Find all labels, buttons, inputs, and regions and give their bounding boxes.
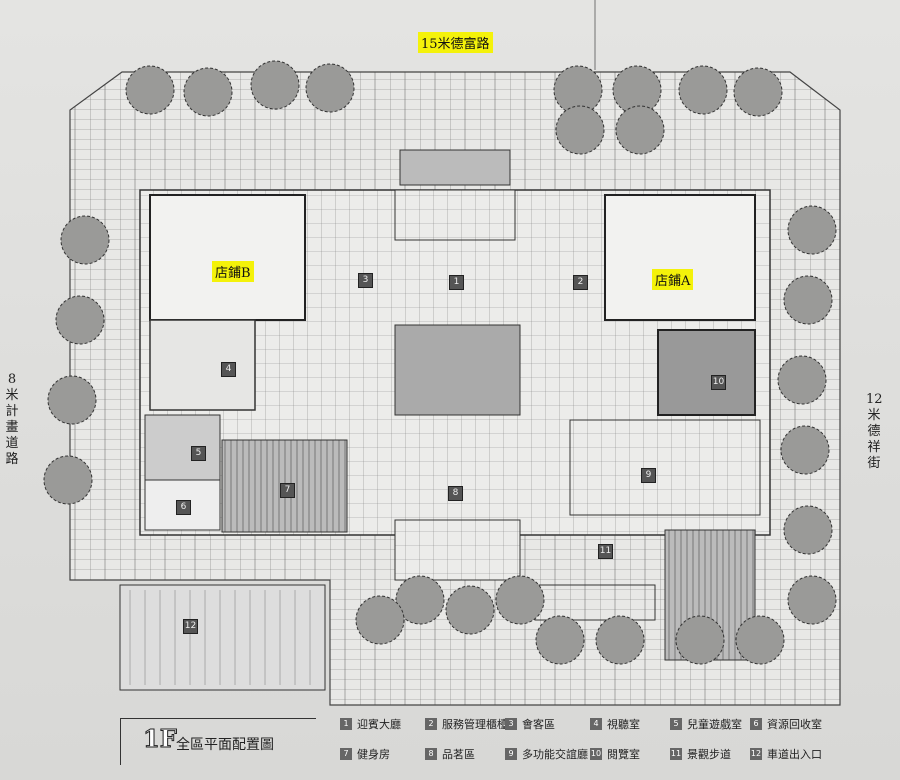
planter-grid	[394, 519, 521, 581]
tree-icon	[445, 585, 495, 635]
room-5	[144, 414, 221, 481]
room-4	[149, 319, 256, 411]
legend-item: 4 視聽室	[590, 716, 640, 732]
marker-8: 8	[448, 486, 463, 501]
legend-item: 10 閱覽室	[590, 746, 640, 762]
planter-top	[399, 149, 511, 186]
legend-number: 12	[750, 748, 762, 760]
marker-4: 4	[221, 362, 236, 377]
entrance-court	[394, 189, 516, 241]
legend-label: 健身房	[357, 748, 390, 761]
legend-number: 1	[340, 718, 352, 730]
legend-item: 11 景觀步道	[670, 746, 731, 762]
tree-icon	[555, 105, 605, 155]
tree-icon	[60, 215, 110, 265]
shop-a-label: 店鋪A	[652, 269, 694, 290]
tree-icon	[495, 575, 545, 625]
legend-label: 品茗區	[442, 748, 475, 761]
legend-item: 6 資源回收室	[750, 716, 822, 732]
legend-label: 迎賓大廳	[357, 718, 401, 731]
tree-icon	[783, 505, 833, 555]
legend-item: 1 迎賓大廳	[340, 716, 401, 732]
legend-item: 9 多功能交誼廳	[505, 746, 588, 762]
marker-3: 3	[358, 273, 373, 288]
legend-item: 8 品茗區	[425, 746, 475, 762]
legend-label: 多功能交誼廳	[522, 748, 588, 761]
tree-icon	[125, 65, 175, 115]
legend-item: 5 兒童遊戲室	[670, 716, 742, 732]
tree-icon	[777, 355, 827, 405]
tree-icon	[678, 65, 728, 115]
tree-icon	[250, 60, 300, 110]
tree-icon	[787, 575, 837, 625]
tree-icon	[535, 615, 585, 665]
legend-number: 3	[505, 718, 517, 730]
room-10	[657, 329, 756, 416]
shop-b-label: 店鋪B	[212, 261, 254, 282]
marker-12: 12	[183, 619, 198, 634]
marker-6: 6	[176, 500, 191, 515]
tree-icon	[615, 105, 665, 155]
room-9	[569, 419, 761, 516]
legend-number: 5	[670, 718, 682, 730]
tree-icon	[595, 615, 645, 665]
plan-title: 全區平面配置圖	[176, 737, 274, 753]
legend-item: 3 會客區	[505, 716, 555, 732]
legend-number: 2	[425, 718, 437, 730]
tree-icon	[675, 615, 725, 665]
tree-icon	[395, 575, 445, 625]
plan-title-box: 1F 全區平面配置圖	[120, 718, 316, 765]
legend-number: 7	[340, 748, 352, 760]
legend-number: 6	[750, 718, 762, 730]
legend-label: 兒童遊戲室	[687, 718, 742, 731]
legend-item: 12 車道出入口	[750, 746, 822, 762]
legend-label: 會客區	[522, 718, 555, 731]
trees-group	[43, 60, 837, 665]
legend-item: 2 服務管理櫃檯	[425, 716, 508, 732]
tree-icon	[47, 375, 97, 425]
marker-5: 5	[191, 446, 206, 461]
legend-item: 7 健身房	[340, 746, 390, 762]
floor-label: 1F	[143, 724, 178, 754]
road-top-label: 15米德富路	[418, 32, 493, 53]
tree-icon	[183, 67, 233, 117]
tree-icon	[787, 205, 837, 255]
legend-label: 服務管理櫃檯	[442, 718, 508, 731]
tree-icon	[780, 425, 830, 475]
legend-number: 9	[505, 748, 517, 760]
legend-label: 視聽室	[607, 718, 640, 731]
marker-10: 10	[711, 375, 726, 390]
marker-2: 2	[573, 275, 588, 290]
legend-number: 11	[670, 748, 682, 760]
road-left-label: 8米計畫道路	[5, 372, 19, 467]
shop-a-room	[604, 194, 756, 321]
legend-label: 資源回收室	[767, 718, 822, 731]
legend-number: 4	[590, 718, 602, 730]
marker-11: 11	[598, 544, 613, 559]
parking-ramp	[119, 584, 326, 691]
marker-9: 9	[641, 468, 656, 483]
marker-1: 1	[449, 275, 464, 290]
brick-wall-11	[534, 584, 656, 621]
tree-icon	[733, 67, 783, 117]
tree-icon	[783, 275, 833, 325]
legend-number: 8	[425, 748, 437, 760]
tree-icon	[55, 295, 105, 345]
legend-label: 閱覽室	[607, 748, 640, 761]
road-right-label: 12米德祥街	[866, 392, 883, 471]
legend-number: 10	[590, 748, 602, 760]
marker-7: 7	[280, 483, 295, 498]
tree-icon	[305, 63, 355, 113]
legend-label: 車道出入口	[767, 748, 822, 761]
shop-b-room	[149, 194, 306, 321]
legend-label: 景觀步道	[687, 748, 731, 761]
tree-icon	[355, 595, 405, 645]
tree-icon	[43, 455, 93, 505]
garden-court	[394, 324, 521, 416]
tree-icon	[735, 615, 785, 665]
